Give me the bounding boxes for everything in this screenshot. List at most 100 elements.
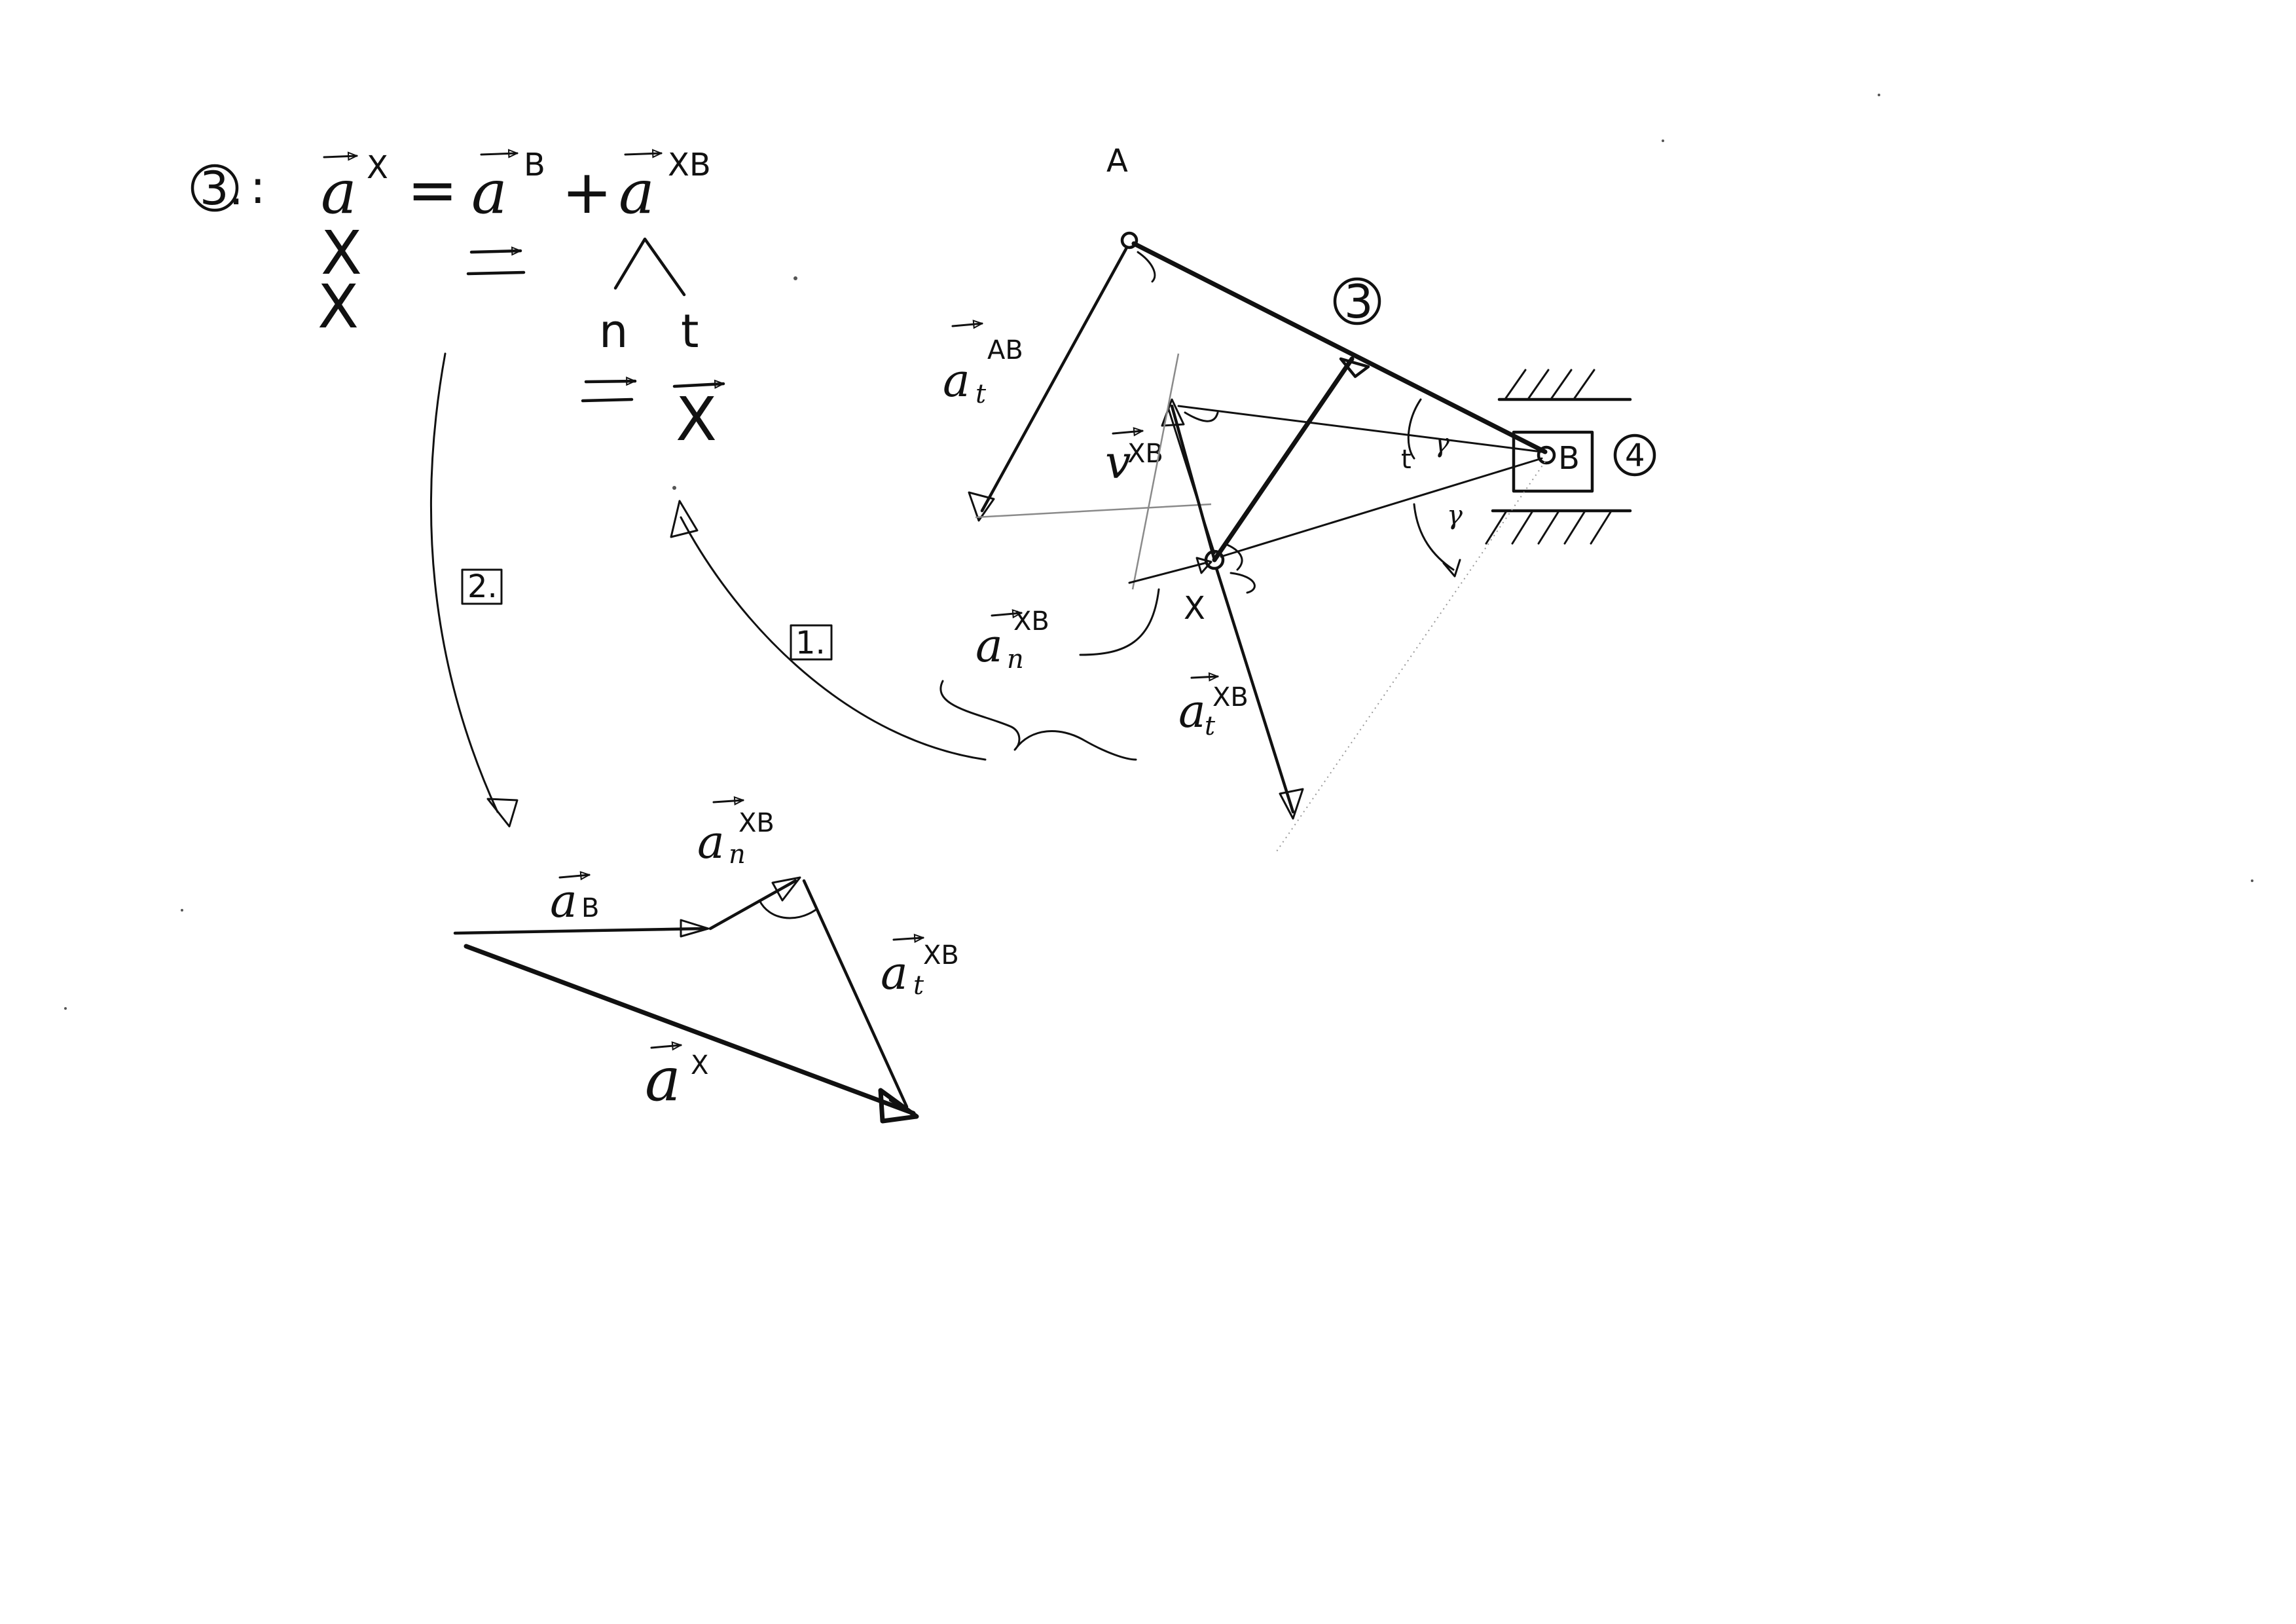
equals-sign: = <box>407 155 458 225</box>
polygon-a-t-XB <box>802 879 909 1109</box>
component-label-t: t <box>681 304 699 358</box>
term2-vector-aXB: a XB <box>619 147 711 227</box>
svg-text:a: a <box>975 619 1003 673</box>
svg-text:a: a <box>697 815 725 869</box>
a-n-XB-leader <box>1079 588 1160 656</box>
a-n-XB-direction-line <box>1128 562 1206 584</box>
svg-text:n: n <box>1007 644 1024 674</box>
angle-label-gamma-1: γ <box>1434 428 1449 458</box>
step-1-box <box>790 624 833 661</box>
equation-colon: : <box>250 160 266 214</box>
equation-block: 3. : a X = a B + a XB X X n t <box>191 147 725 454</box>
angle-label-t: t <box>1401 445 1412 475</box>
point-B-label: B <box>1558 440 1580 477</box>
a-t-XB-vector <box>1214 566 1295 814</box>
scan-specks <box>64 94 2253 1010</box>
svg-text:n: n <box>729 840 746 870</box>
n-magnitude-known <box>581 397 634 403</box>
a-t-AB-label: a t AB <box>943 323 1023 409</box>
svg-text:a: a <box>943 354 970 407</box>
svg-text:XB: XB <box>1212 682 1248 712</box>
right-angle-v <box>1184 411 1219 422</box>
step-2-arrow: 2. <box>430 352 519 828</box>
link-AB <box>1131 241 1548 454</box>
polygon-right-angle <box>758 899 816 919</box>
svg-text:a: a <box>550 874 577 928</box>
step-1-arrow: 1. <box>670 500 987 761</box>
step-2-box <box>461 568 503 605</box>
svg-text:a: a <box>471 157 507 227</box>
svg-text:a: a <box>1178 684 1206 738</box>
a-t-XB-label-mech: a t XB <box>1178 676 1248 741</box>
guide-rail-bottom <box>1485 509 1632 545</box>
link-number: 3 <box>1344 275 1374 329</box>
vector-polygon: a B a n XB a t XB a X <box>453 800 959 1124</box>
polygon-a-X <box>464 944 916 1116</box>
svg-text:v: v <box>1105 435 1131 489</box>
arm-joint <box>1339 357 1370 378</box>
svg-text:B: B <box>524 147 545 183</box>
t-magnitude-unknown: X <box>676 384 717 454</box>
svg-text:AB: AB <box>987 335 1023 365</box>
slider-number: 4 <box>1625 437 1645 474</box>
svg-text:XB: XB <box>1013 606 1049 637</box>
right-angle-X-2 <box>1230 572 1256 594</box>
term1-magnitude-known <box>466 270 526 276</box>
lhs-row1-mark: X <box>321 218 362 288</box>
line-B-to-X <box>1220 457 1543 558</box>
svg-text:XB: XB <box>923 940 959 970</box>
point-X-label: X <box>1184 590 1205 627</box>
polygon-a-B-label: a B <box>550 874 599 928</box>
angle-label-gamma-2: γ <box>1447 500 1463 530</box>
svg-text:XB: XB <box>1127 439 1163 469</box>
svg-text:XB: XB <box>738 808 774 838</box>
a-t-AB-vector <box>980 247 1128 513</box>
split-caret <box>613 237 686 297</box>
t-direction-known <box>672 384 725 386</box>
mechanism-sketch: A 3 a t AB B 4 <box>943 143 1656 852</box>
lhs-row2-mark: X <box>318 272 359 342</box>
link-number-circle <box>1333 277 1381 325</box>
construction-line-1 <box>1131 353 1180 590</box>
construction-line-2 <box>1276 461 1546 852</box>
svg-text:a: a <box>619 157 655 227</box>
guide-rail-top <box>1497 369 1632 401</box>
angle-arc-lower <box>1413 503 1455 571</box>
polygon-a-B <box>453 927 706 935</box>
svg-text:a: a <box>881 946 908 1000</box>
equation-number-circle <box>191 164 239 212</box>
equation-number: 3. <box>200 162 244 215</box>
joint-A <box>1120 231 1139 249</box>
joint-B <box>1537 445 1556 465</box>
a-n-XB-label: a n XB <box>975 606 1049 674</box>
slider-block-B <box>1512 430 1594 493</box>
right-angle-X-1 <box>1223 542 1243 571</box>
angle-arc-lower-arrow <box>1442 559 1461 578</box>
svg-text:B: B <box>581 893 599 923</box>
polygon-a-n-XB-label: a n XB <box>697 800 774 870</box>
line-B-to-v <box>1177 405 1543 453</box>
plus-sign: + <box>562 157 612 227</box>
svg-text:t: t <box>975 379 987 409</box>
construction-line-base <box>975 503 1212 519</box>
term1-vector-aB: a B <box>471 147 545 227</box>
point-A-label: A <box>1106 143 1128 179</box>
polygon-a-X-label: a X <box>645 1044 708 1115</box>
polygon-a-n-XB <box>708 879 797 931</box>
svg-text:XB: XB <box>668 147 711 183</box>
term1-direction-known <box>469 251 522 252</box>
step-1-label: 1. <box>795 625 826 661</box>
svg-text:a: a <box>645 1044 681 1115</box>
v-XB-label: v XB <box>1105 431 1163 489</box>
component-label-n: n <box>599 304 628 358</box>
n-direction-known <box>584 381 637 382</box>
svg-text:X: X <box>367 149 388 186</box>
slider-number-circle <box>1613 434 1656 477</box>
angle-arc-upper <box>1407 398 1422 460</box>
grouping-brace <box>939 680 1137 761</box>
polygon-a-t-XB-label: a t XB <box>881 938 959 1001</box>
svg-text:a: a <box>321 157 357 227</box>
svg-text:t: t <box>1205 711 1216 741</box>
lhs-vector-aX: a X <box>321 149 388 227</box>
